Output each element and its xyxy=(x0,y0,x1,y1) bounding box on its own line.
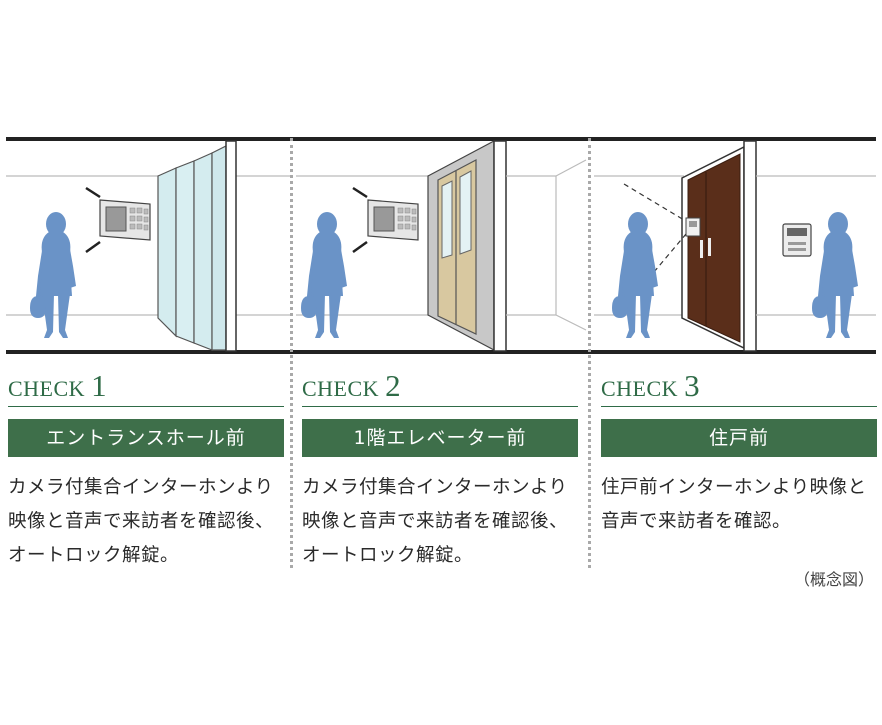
check-label: CHECK xyxy=(302,376,380,401)
check-label: CHECK xyxy=(8,376,86,401)
intercom-panel xyxy=(367,199,419,241)
heading-rule xyxy=(8,406,284,407)
elevator-door xyxy=(427,140,507,352)
security-scene-illustration xyxy=(6,137,876,354)
footnote-conceptual-diagram: （概念図） xyxy=(793,570,874,589)
intercom-panel xyxy=(685,217,701,237)
person-silhouette-icon xyxy=(812,212,858,338)
panel-divider xyxy=(588,138,591,568)
check-number: 1 xyxy=(91,368,108,403)
entry-door xyxy=(681,140,757,352)
check-description: カメラ付集合インターホンより映像と音声で来訪者を確認後、オートロック解錠。 xyxy=(8,477,275,566)
person-silhouette-icon xyxy=(301,212,347,338)
panel-divider xyxy=(290,138,293,568)
camera-view-lines-icon xyxy=(85,186,101,254)
person-silhouette-icon xyxy=(612,212,658,338)
check-description: カメラ付集合インターホンより映像と音声で来訪者を確認後、オートロック解錠。 xyxy=(302,477,569,566)
check-description: 住戸前インターホンより映像と音声で来訪者を確認。 xyxy=(601,477,867,532)
heading-rule xyxy=(601,406,877,407)
intercom-panel xyxy=(99,199,151,241)
check-number: 2 xyxy=(385,368,402,403)
camera-view-lines-icon xyxy=(352,186,368,254)
heading-rule xyxy=(302,406,578,407)
check-number: 3 xyxy=(684,368,701,403)
indoor-monitor-icon xyxy=(782,223,812,257)
scene-panel-1 xyxy=(6,140,292,352)
scene-panel-3 xyxy=(594,140,876,352)
scene-panel-2 xyxy=(296,140,587,352)
person-silhouette-icon xyxy=(30,212,76,338)
glass-door xyxy=(157,140,237,352)
check-label: CHECK xyxy=(601,376,679,401)
location-banner: 1階エレベーター前 xyxy=(302,419,578,457)
location-banner: 住戸前 xyxy=(601,419,877,457)
location-banner: エントランスホール前 xyxy=(8,419,284,457)
camera-view-lines-icon xyxy=(623,183,687,273)
